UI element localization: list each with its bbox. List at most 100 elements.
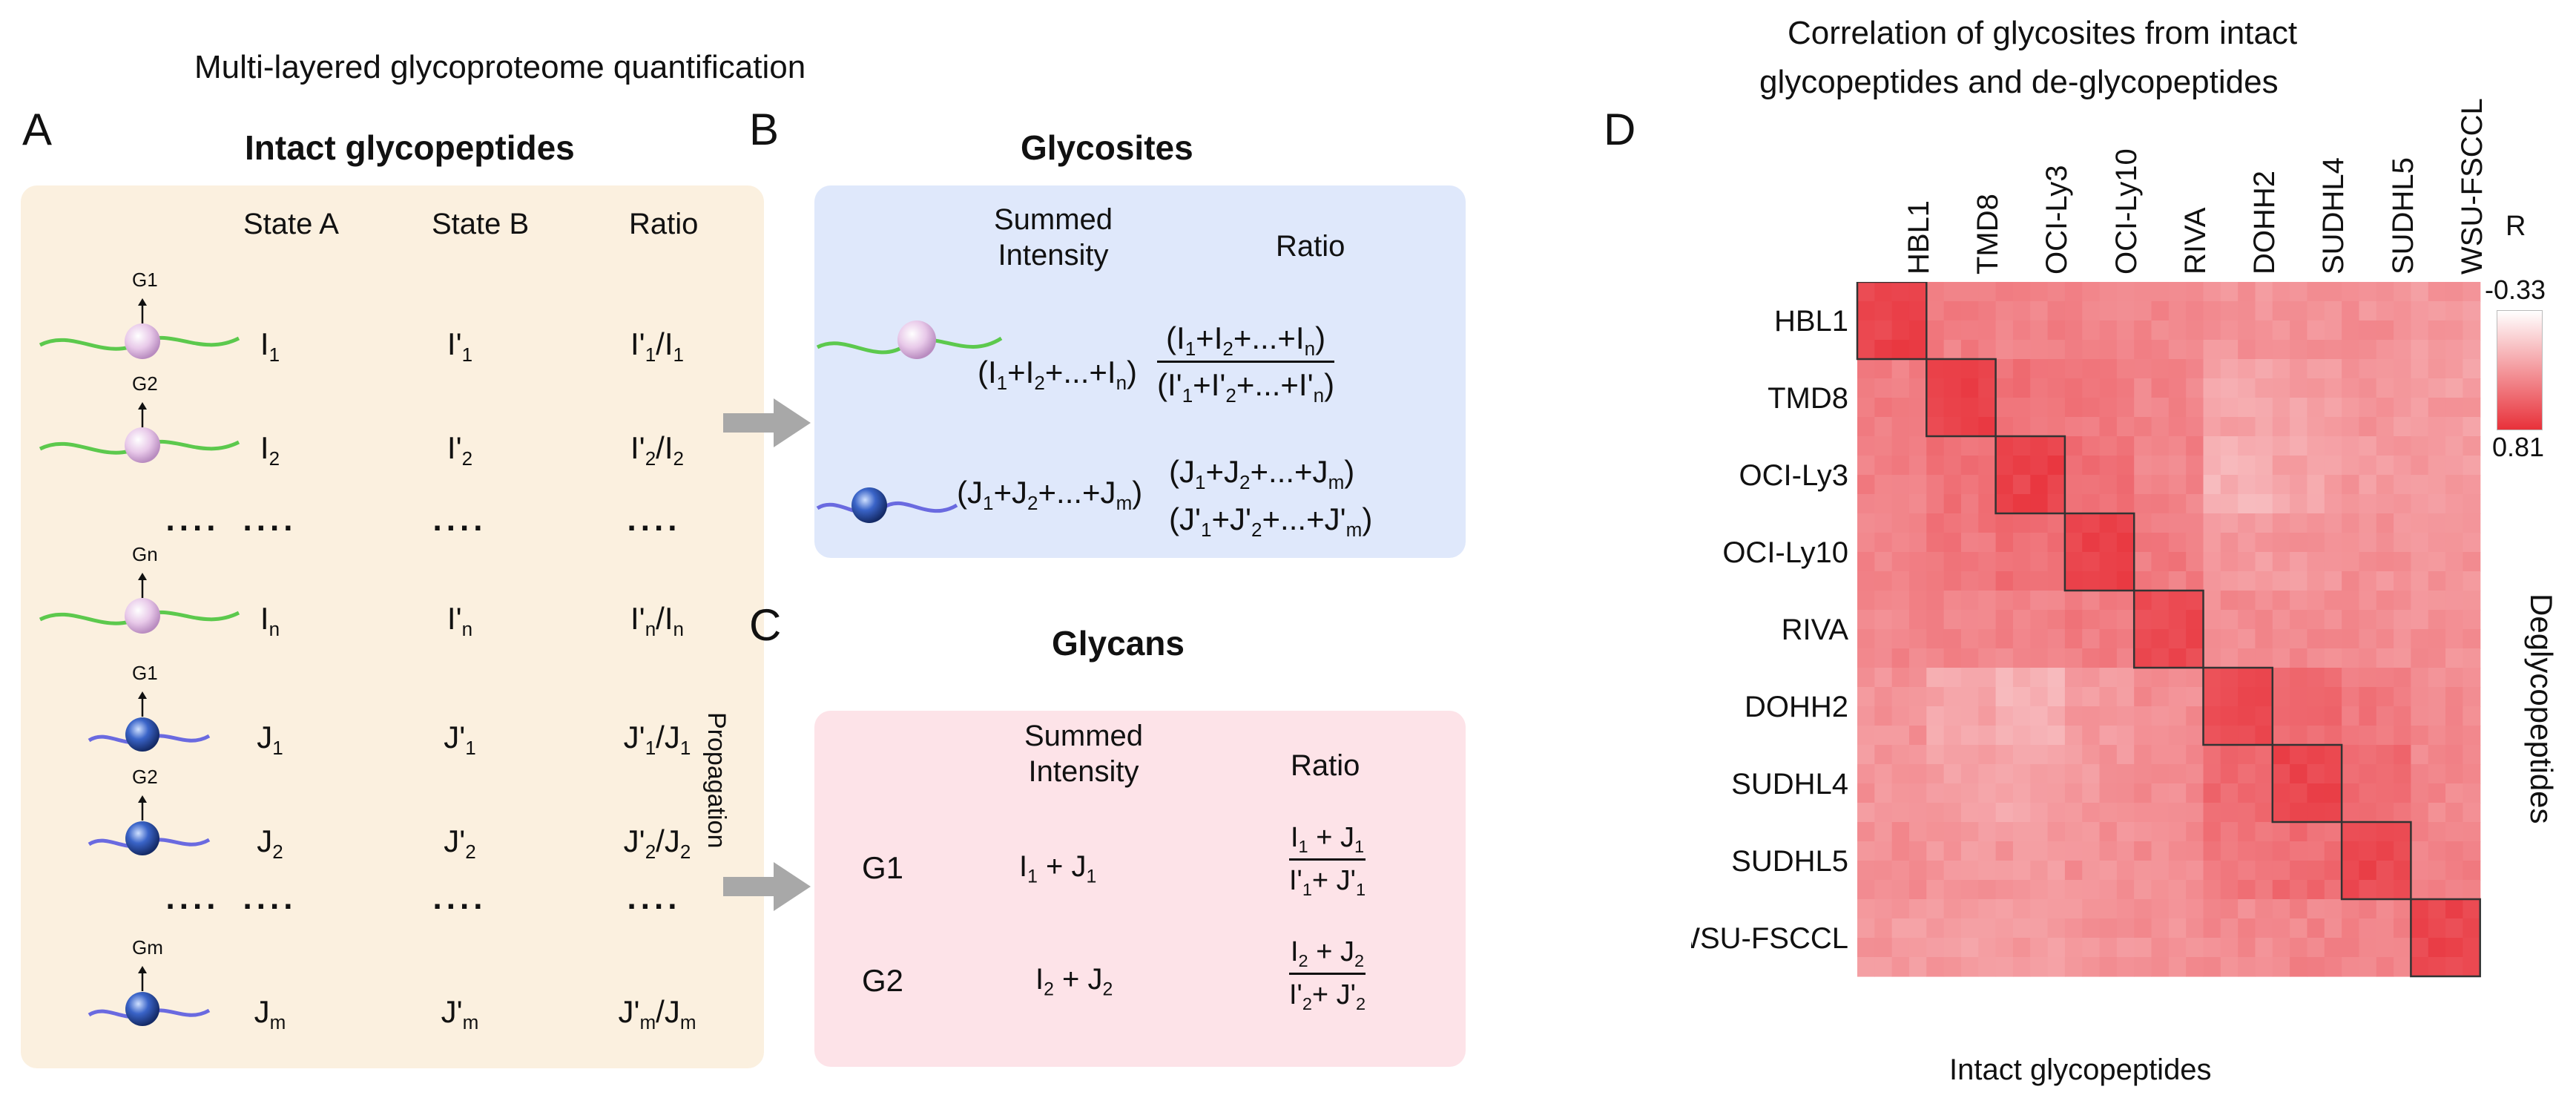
heatmap-cell — [2359, 282, 2377, 302]
heatmap-cell — [2082, 629, 2101, 649]
heatmap-cell — [1995, 359, 2014, 379]
heatmap-cell — [2463, 764, 2481, 784]
heatmap-cell — [2012, 591, 2031, 611]
heatmap-cell — [1995, 783, 2014, 803]
heatmap-cell — [2151, 668, 2170, 688]
heatmap-cell — [2168, 668, 2187, 688]
heatmap-cell — [2012, 957, 2031, 977]
heatmap-cell — [1874, 899, 1893, 919]
heatmap-cell — [1874, 803, 1893, 823]
heatmap-cell — [2030, 648, 2049, 668]
heatmap-cell — [2099, 533, 2118, 553]
heatmap-cell — [1926, 938, 1945, 958]
heatmap-cell — [2394, 648, 2412, 668]
heatmap-cell — [2030, 764, 2049, 784]
heatmap-cell — [1943, 456, 1962, 476]
heatmap-cell — [2012, 610, 2031, 630]
heatmap-cell — [2411, 745, 2429, 765]
heatmap-cell — [2272, 861, 2290, 881]
heatmap-cell — [1891, 938, 1910, 958]
heatmap-cell — [2099, 957, 2118, 977]
heatmap-cell — [2290, 533, 2308, 553]
heatmap-cell — [2220, 301, 2239, 321]
heatmap-cell — [2411, 456, 2429, 476]
heatmap-cell — [2012, 513, 2031, 533]
heatmap-cell — [2186, 456, 2204, 476]
heatmap-cell — [2030, 494, 2049, 514]
heatmap-cell — [2012, 571, 2031, 591]
heatmap-cell — [2428, 880, 2446, 900]
heatmap-cell — [1943, 899, 1962, 919]
heatmap-cell — [2307, 803, 2325, 823]
heatmap-cell — [2186, 822, 2204, 842]
heatmap-cell — [2186, 591, 2204, 611]
heatmap-cell — [2168, 822, 2187, 842]
heatmap-cell — [1978, 687, 1997, 707]
diagonal-highlight-box — [2063, 512, 2135, 592]
heatmap-cell — [2411, 726, 2429, 746]
heatmap-cell — [2238, 745, 2256, 765]
heatmap-cell — [1978, 456, 1997, 476]
heatmap-cell — [2290, 668, 2308, 688]
heatmap-cell — [2411, 841, 2429, 861]
heatmap-cell — [2272, 571, 2290, 591]
heatmap-cell — [1960, 301, 1979, 321]
heatmap-cell — [2428, 687, 2446, 707]
heatmap-cell — [2186, 726, 2204, 746]
heatmap-cell — [2116, 726, 2135, 746]
heatmap-cell — [2290, 417, 2308, 437]
heatmap-cell — [2238, 880, 2256, 900]
heatmap-cell — [2186, 417, 2204, 437]
heatmap-cell — [2047, 938, 2066, 958]
heatmap-cell — [1908, 899, 1927, 919]
heatmap-cell — [1857, 783, 1875, 803]
heatmap-cell — [2255, 436, 2273, 456]
heatmap-cell — [1926, 706, 1945, 726]
heatmap-cell — [2463, 591, 2481, 611]
diagonal-highlight-box — [1994, 435, 2066, 515]
heatmap-cell — [1960, 320, 1979, 341]
heatmap-cell — [2134, 745, 2152, 765]
glycosite-blue-ratio: (J1+J2+...+Jm)(J'1+J'2+...+J'm) — [1169, 454, 1373, 542]
heatmap-cell — [2168, 783, 2187, 803]
heatmap-cell — [2064, 456, 2083, 476]
heatmap-cell — [2411, 494, 2429, 514]
heatmap-cell — [2272, 783, 2290, 803]
heatmap-cell — [2064, 861, 2083, 881]
heatmap-cell — [2030, 629, 2049, 649]
heatmap-cell — [2428, 320, 2446, 341]
heatmap-cell — [2012, 918, 2031, 938]
heatmap-cell — [2030, 745, 2049, 765]
heatmap-cell — [1891, 918, 1910, 938]
heatmap-cell — [2307, 783, 2325, 803]
heatmap-cell — [2203, 436, 2221, 456]
heatmap-cell — [2411, 687, 2429, 707]
heatmap-cell — [2082, 687, 2101, 707]
heatmap-cell — [2134, 629, 2152, 649]
heatmap-cell — [2151, 899, 2170, 919]
heatmap-cell — [2047, 513, 2066, 533]
state-a-value: J1 — [257, 720, 283, 760]
heatmap-cell — [2030, 668, 2049, 688]
heatmap-cell — [2394, 436, 2412, 456]
heatmap-cell — [2203, 880, 2221, 900]
green-glycopeptide-icon — [39, 573, 240, 634]
heatmap-cell — [2394, 320, 2412, 341]
heatmap-cell — [2411, 340, 2429, 360]
heatmap-cell — [2238, 861, 2256, 881]
heatmap-cell — [2082, 783, 2101, 803]
heatmap-cell — [2376, 764, 2394, 784]
heatmap-cell — [2116, 880, 2135, 900]
heatmap-cell — [2064, 282, 2083, 302]
heatmap-cell — [2012, 436, 2031, 456]
heatmap-cell — [1891, 706, 1910, 726]
heatmap-cell — [1943, 533, 1962, 553]
heatmap-cell — [1995, 494, 2014, 514]
heatmap-cell — [2151, 687, 2170, 707]
heatmap-cell — [2324, 803, 2342, 823]
heatmap-cell — [2376, 745, 2394, 765]
heatmap-cell — [2307, 899, 2325, 919]
heatmap-cell — [1908, 957, 1927, 977]
heatmap-cell — [2272, 494, 2290, 514]
heatmap-cell — [1874, 359, 1893, 379]
